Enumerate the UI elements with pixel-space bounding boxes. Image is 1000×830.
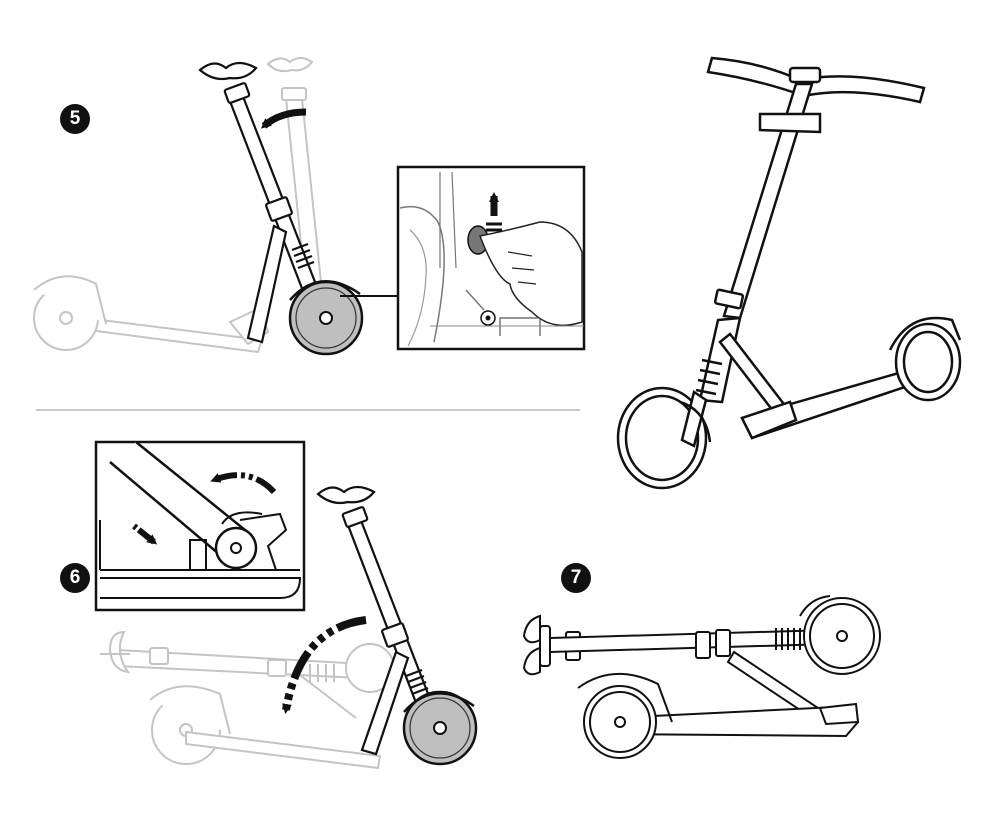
step-6-fold-arrow [282, 616, 367, 714]
rotate-arrow-inset [210, 472, 277, 495]
step-6-stem [316, 485, 434, 756]
front-wheel [288, 280, 364, 356]
step-6-front-wheel [402, 690, 478, 766]
step-6-zoom-inset [94, 440, 306, 612]
step-6-badge: 6 [60, 563, 90, 593]
strut [246, 224, 288, 344]
ghost-stem [266, 57, 324, 293]
push-arrow-inset [132, 523, 158, 545]
step-5-badge: 5 [60, 104, 90, 134]
step-5-zoom-inset [396, 165, 586, 351]
step-6-ghost-folded [100, 630, 401, 770]
step-7-folded-scooter [522, 595, 881, 759]
step-5-illustration [33, 57, 398, 356]
ghost-deck [33, 275, 270, 354]
step-7-badge: 7 [561, 563, 591, 593]
unfolded-scooter [616, 56, 962, 490]
rotate-arrow [260, 108, 307, 129]
